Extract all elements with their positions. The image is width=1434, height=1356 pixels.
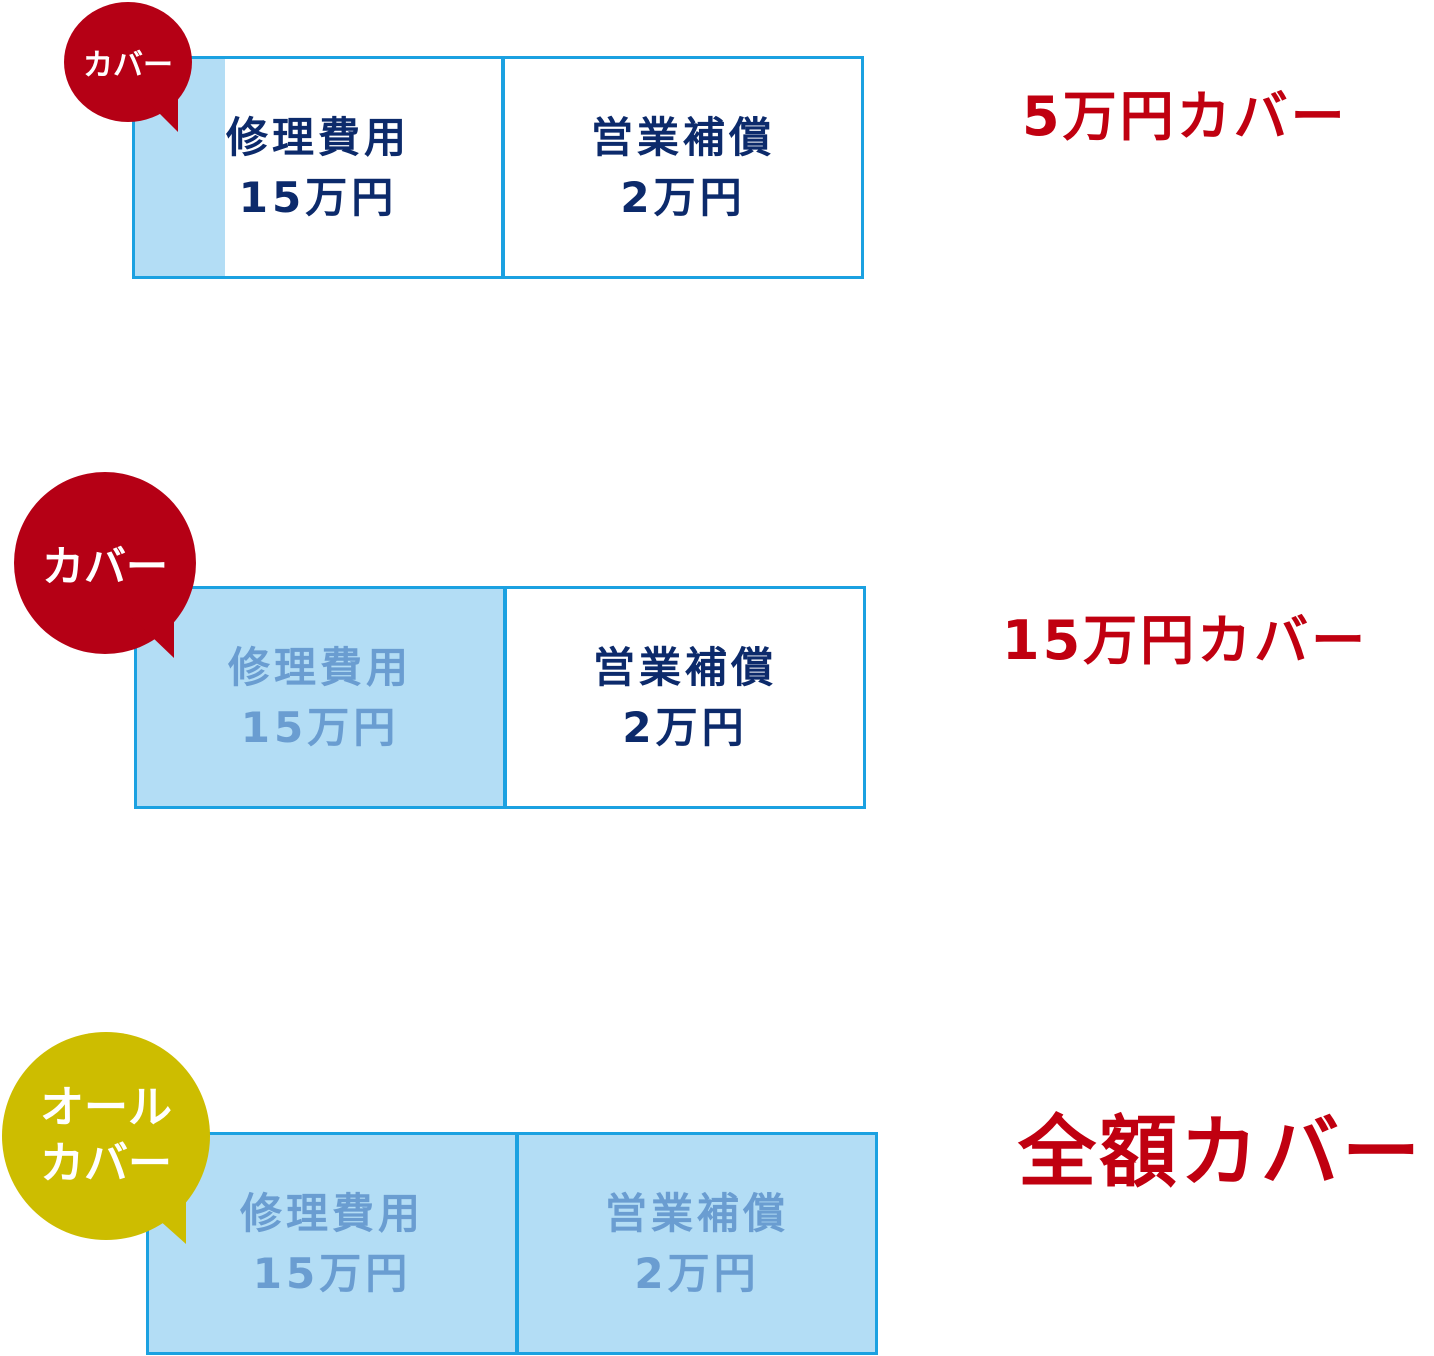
bubble-tail-icon xyxy=(144,98,178,132)
repair-cost-title: 修理費用 xyxy=(227,642,412,692)
business-compensation-cell: 営業補償 2万円 xyxy=(503,589,863,806)
business-compensation-amount: 2万円 xyxy=(622,702,748,752)
repair-cost-cell: 修理費用 15万円 xyxy=(149,1135,515,1352)
bubble-tail-icon xyxy=(130,1194,186,1244)
cover-badge: カバー xyxy=(64,2,192,132)
repair-cost-amount: 15万円 xyxy=(238,172,398,222)
repair-cost-title: 修理費用 xyxy=(239,1188,424,1238)
business-compensation-title: 営業補償 xyxy=(604,1188,789,1238)
cost-boxes: 修理費用 15万円 営業補償 2万円 xyxy=(146,1132,878,1355)
repair-cost-title: 修理費用 xyxy=(225,112,410,162)
repair-cost-cell: 修理費用 15万円 xyxy=(137,589,503,806)
cost-boxes: 修理費用 15万円 営業補償 2万円 xyxy=(134,586,866,809)
repair-cost-amount: 15万円 xyxy=(240,702,400,752)
repair-cost-amount: 15万円 xyxy=(252,1248,412,1298)
repair-cost-cell: 修理費用 15万円 修理費用 15万円 xyxy=(135,59,501,276)
business-compensation-title: 営業補償 xyxy=(592,642,777,692)
result-label: 5万円カバー xyxy=(1022,85,1348,148)
business-compensation-amount: 2万円 xyxy=(634,1248,760,1298)
business-compensation-amount: 2万円 xyxy=(620,172,746,222)
all-cover-badge: オール カバー xyxy=(2,1032,210,1244)
business-compensation-title: 営業補償 xyxy=(590,112,775,162)
result-label: 15万円カバー xyxy=(1002,609,1369,672)
business-compensation-cell: 営業補償 2万円 xyxy=(515,1135,875,1352)
bubble-tail-icon xyxy=(126,612,174,658)
business-compensation-cell: 営業補償 2万円 xyxy=(501,59,861,276)
result-label: 全額カバー xyxy=(1018,1108,1424,1198)
cover-badge: カバー xyxy=(14,472,196,658)
cost-boxes: 修理費用 15万円 修理費用 15万円 営業補償 2万円 xyxy=(132,56,864,279)
